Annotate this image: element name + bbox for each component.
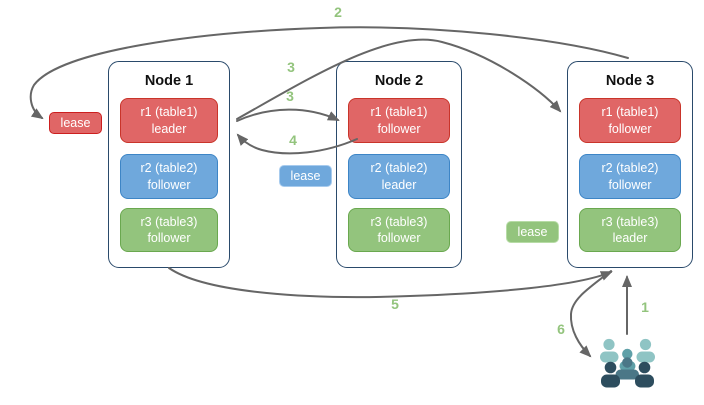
step-label-3a: 3 — [287, 59, 295, 75]
node-3-box: Node 3 r1 (table1) follower r2 (table2) … — [567, 61, 693, 268]
replica-role: follower — [147, 177, 191, 192]
replica-role: follower — [377, 231, 421, 245]
replica-name: r1 (table1) — [601, 105, 659, 119]
step6-arrow — [569, 270, 612, 358]
node1-r2-follower: r2 (table2) follower — [120, 154, 218, 199]
replica-name: r2 (table2) — [140, 161, 198, 175]
users-icon — [600, 338, 655, 388]
node3-r3-leader: r3 (table3) leader — [579, 208, 681, 252]
node-1-box: Node 1 r1 (table1) leader r2 (table2) fo… — [108, 61, 230, 268]
node2-r3-follower: r3 (table3) follower — [348, 208, 450, 252]
lease-badge-r1: lease — [49, 112, 102, 134]
replica-name: r3 (table3) — [140, 214, 198, 229]
replica-role: follower — [608, 177, 652, 192]
replica-role: leader — [381, 177, 417, 192]
node1-r3-follower: r3 (table3) follower — [120, 208, 218, 252]
replica-role: follower — [147, 231, 191, 245]
step5-arrow — [168, 267, 613, 299]
replica-role: follower — [377, 121, 421, 136]
replica-name: r1 (table1) — [370, 105, 428, 119]
node3-r1-follower: r1 (table1) follower — [579, 98, 681, 143]
node2-r1-follower: r1 (table1) follower — [348, 98, 450, 143]
step-label-6: 6 — [557, 321, 565, 337]
replica-role: follower — [608, 121, 652, 136]
replica-name: r3 (table3) — [370, 214, 428, 229]
step-label-1: 1 — [641, 299, 649, 315]
step-label-2: 2 — [334, 4, 342, 20]
lease-badge-r2: lease — [279, 165, 332, 187]
step-label-4: 4 — [289, 132, 297, 148]
node-1-title: Node 1 — [144, 73, 194, 89]
replica-name: r3 (table3) — [601, 214, 659, 229]
node1-r1-leader: r1 (table1) leader — [120, 98, 218, 143]
replica-name: r2 (table2) — [601, 161, 659, 175]
replica-name: r2 (table2) — [370, 161, 428, 175]
node2-r2-leader: r2 (table2) leader — [348, 154, 450, 199]
step3-arrow-to-node2 — [236, 108, 340, 122]
node-2-box: Node 2 r1 (table1) follower r2 (table2) … — [336, 61, 462, 268]
node-3-title: Node 3 — [605, 73, 655, 89]
replica-role: leader — [612, 231, 648, 245]
lease-badge-r3: lease — [506, 221, 559, 243]
step-label-5: 5 — [391, 296, 399, 312]
replica-name: r1 (table1) — [140, 105, 198, 119]
node3-r2-follower: r2 (table2) follower — [579, 154, 681, 199]
node-2-title: Node 2 — [374, 73, 424, 89]
step-label-3b: 3 — [286, 88, 294, 104]
replica-role: leader — [151, 121, 187, 136]
